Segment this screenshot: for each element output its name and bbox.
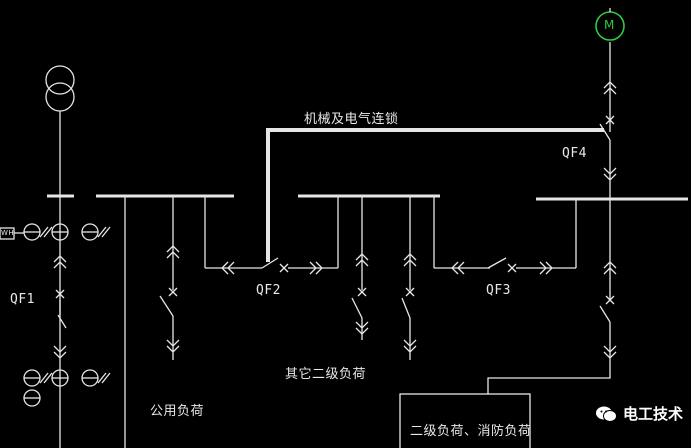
interlock-link	[266, 128, 604, 262]
other-secondary-feeder-1	[351, 196, 369, 340]
other-secondary-load-label: 其它二级负荷	[285, 367, 367, 382]
wh-meter-label: WH	[1, 229, 15, 237]
bus3-outgoing-feeder	[487, 199, 617, 394]
wechat-icon	[595, 406, 617, 422]
secondary-fire-load-box	[399, 393, 531, 448]
qf2-tie-breaker-symbol	[221, 257, 338, 275]
secondary-fire-load-label: 二级负荷、消防负荷	[410, 424, 532, 439]
public-load-label: 公用负荷	[150, 404, 205, 419]
motor-feeder	[599, 42, 617, 199]
motor-label: M	[604, 18, 615, 32]
watermark-text: 电工技术	[622, 405, 683, 423]
qf2-label: QF2	[256, 283, 281, 298]
other-secondary-feeder-2	[401, 196, 417, 360]
qf3-tie-breaker-symbol	[451, 257, 576, 275]
watermark: 电工技术	[595, 403, 683, 424]
qf3-label: QF3	[486, 283, 511, 298]
public-load-feeder	[159, 196, 180, 360]
motor-symbol	[595, 8, 625, 41]
qf1-breaker-symbol	[53, 255, 67, 359]
transformer-symbol	[45, 65, 75, 196]
current-transformers-top	[0, 223, 111, 241]
interlock-label: 机械及电气连锁	[304, 112, 399, 127]
current-transformers-bottom	[23, 369, 111, 407]
qf1-label: QF1	[10, 292, 35, 307]
qf4-label: QF4	[562, 146, 587, 161]
